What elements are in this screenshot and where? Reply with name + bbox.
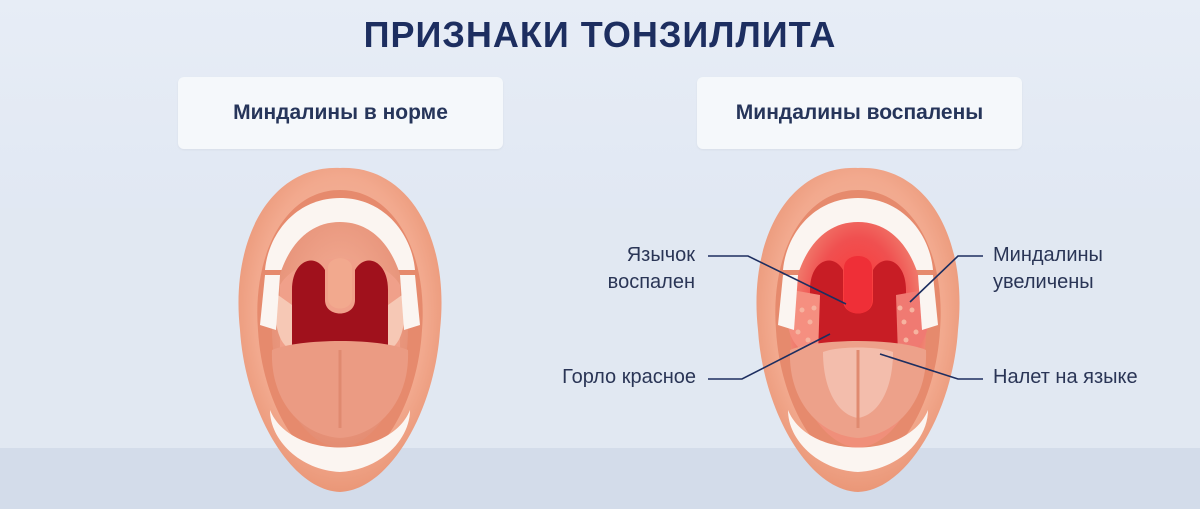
uvula: [844, 256, 872, 314]
right-tonsil: [388, 295, 405, 350]
normal-tonsils-label: Миндалины в норме: [233, 101, 448, 124]
annotation-tongue-coating: Налет на языке: [993, 366, 1138, 388]
throat: [810, 260, 906, 350]
annotation-uvula-inflamed: Язычок воспален: [607, 244, 695, 293]
left-tonsil: [275, 295, 292, 350]
throat: [292, 260, 388, 350]
inflamed-mouth-illustration: [756, 167, 960, 492]
normal-tonsils-card: Миндалины в норме: [178, 77, 503, 149]
annotation-throat-red: Горло красное: [562, 366, 696, 388]
tonsil-coating-dots: [795, 305, 919, 343]
lower-teeth: [270, 410, 410, 472]
leader-uvula: [708, 255, 847, 305]
normal-mouth-illustration: [238, 167, 442, 492]
uvula: [328, 258, 352, 309]
page-title: ПРИЗНАКИ ТОНЗИЛЛИТА: [363, 14, 837, 55]
leader-throat: [708, 333, 831, 380]
leader-tonsils: [909, 255, 983, 303]
inflamed-tonsils-card: Миндалины воспалены: [697, 77, 1022, 149]
background-band-middle: [0, 208, 1200, 448]
leader-coating: [879, 353, 983, 380]
annotation-tonsils-enlarged: Миндалины увеличены: [993, 244, 1103, 293]
lower-teeth: [788, 410, 928, 472]
background-band-bottom: [0, 448, 1200, 509]
inflamed-tonsils-label: Миндалины воспалены: [735, 101, 984, 124]
